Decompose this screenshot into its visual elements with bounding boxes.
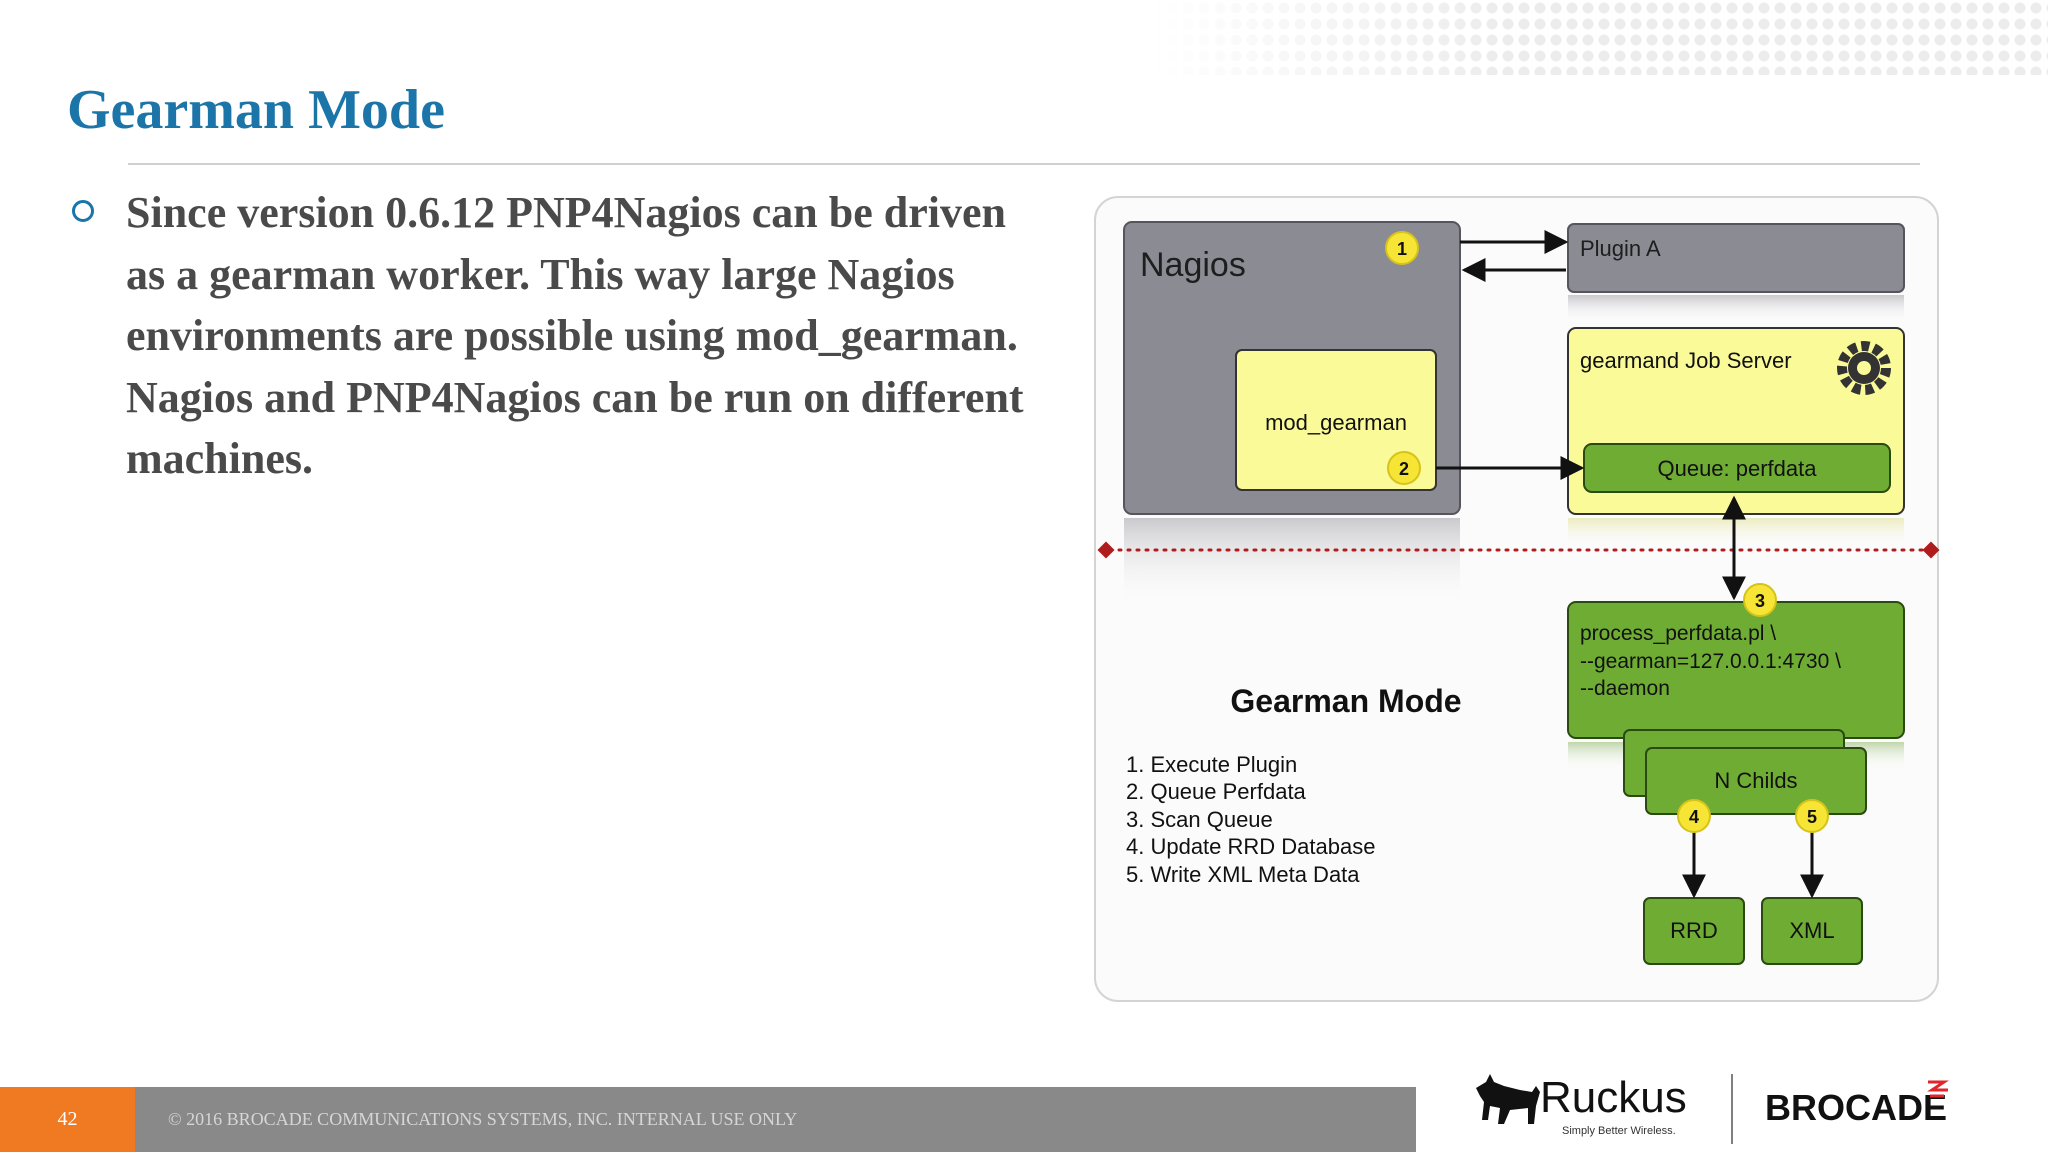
gearman-diagram: Nagios mod_gearman Plugin A gearmand Job… (1094, 196, 1940, 1002)
legend-item-1: 1. Execute Plugin (1126, 752, 1297, 777)
bullet-text: Since version 0.6.12 PNP4Nagios can be d… (126, 188, 1024, 483)
xml-label: XML (1789, 918, 1834, 943)
nagios-reflection (1124, 518, 1460, 608)
svg-text:3: 3 (1755, 591, 1765, 611)
legend-item-4: 4. Update RRD Database (1126, 834, 1375, 859)
plugin-a-box (1567, 223, 1905, 293)
logo-canvas: Ruckus Simply Better Wireless. BROCADE (1476, 1073, 1949, 1144)
ruckus-dog-icon (1476, 1074, 1540, 1124)
plugin-reflection (1568, 295, 1904, 323)
ruckus-wordmark: Ruckus (1540, 1073, 1687, 1122)
plugin-a-label: Plugin A (1580, 236, 1661, 261)
page-number: 42 (0, 1087, 135, 1152)
step-badge-2: 2 (1387, 451, 1421, 485)
mod-gearman-label: mod_gearman (1265, 410, 1407, 435)
svg-text:4: 4 (1689, 807, 1699, 827)
decorative-dot-pattern (1148, 0, 2048, 75)
bullet-list: Since version 0.6.12 PNP4Nagios can be d… (72, 182, 1032, 490)
gear-icon (1837, 341, 1891, 395)
footer-logos: Ruckus Simply Better Wireless. BROCADE (1470, 1062, 1990, 1152)
process-line-3: --daemon (1580, 677, 1670, 700)
step-badge-1: 1 (1385, 231, 1419, 265)
ruckus-tagline: Simply Better Wireless. (1562, 1125, 1676, 1137)
svg-text:2: 2 (1399, 459, 1409, 479)
step-badge-5: 5 (1795, 799, 1829, 833)
step-badge-4: 4 (1677, 799, 1711, 833)
queue-label: Queue: perfdata (1657, 456, 1817, 481)
legend-title: Gearman Mode (1230, 683, 1461, 719)
footer-bar: 42 © 2016 BROCADE COMMUNICATIONS SYSTEMS… (0, 1087, 1416, 1152)
process-line-2: --gearman=127.0.0.1:4730 \ (1580, 650, 1841, 673)
brocade-wordmark: BROCADE (1765, 1087, 1947, 1128)
legend-item-5: 5. Write XML Meta Data (1126, 862, 1360, 887)
svg-text:1: 1 (1397, 239, 1407, 259)
brocade-wings-icon (1927, 1080, 1949, 1098)
n-childs-label: N Childs (1714, 768, 1797, 793)
legend-item-3: 3. Scan Queue (1126, 807, 1273, 832)
job-server-label: gearmand Job Server (1580, 348, 1792, 373)
rrd-label: RRD (1670, 918, 1718, 943)
mod-gearman-box (1235, 349, 1437, 491)
slide-title: Gearman Mode (67, 79, 445, 141)
svg-text:5: 5 (1807, 807, 1817, 827)
title-divider (128, 163, 1920, 165)
nagios-label: Nagios (1140, 246, 1246, 284)
job-server-reflection (1568, 518, 1904, 548)
bullet-item: Since version 0.6.12 PNP4Nagios can be d… (72, 182, 1032, 490)
divider-end-right-icon (1922, 541, 1940, 559)
divider-end-left-icon (1097, 541, 1115, 559)
child-box-front (1645, 747, 1867, 815)
copyright-text: © 2016 BROCADE COMMUNICATIONS SYSTEMS, I… (168, 1109, 798, 1129)
process-line-1: process_perfdata.pl \ (1580, 622, 1776, 645)
hollow-circle-bullet-icon (72, 200, 94, 222)
legend-item-2: 2. Queue Perfdata (1126, 779, 1307, 804)
step-badge-3: 3 (1743, 583, 1777, 617)
diagram-canvas: Nagios mod_gearman Plugin A gearmand Job… (1097, 221, 1940, 965)
